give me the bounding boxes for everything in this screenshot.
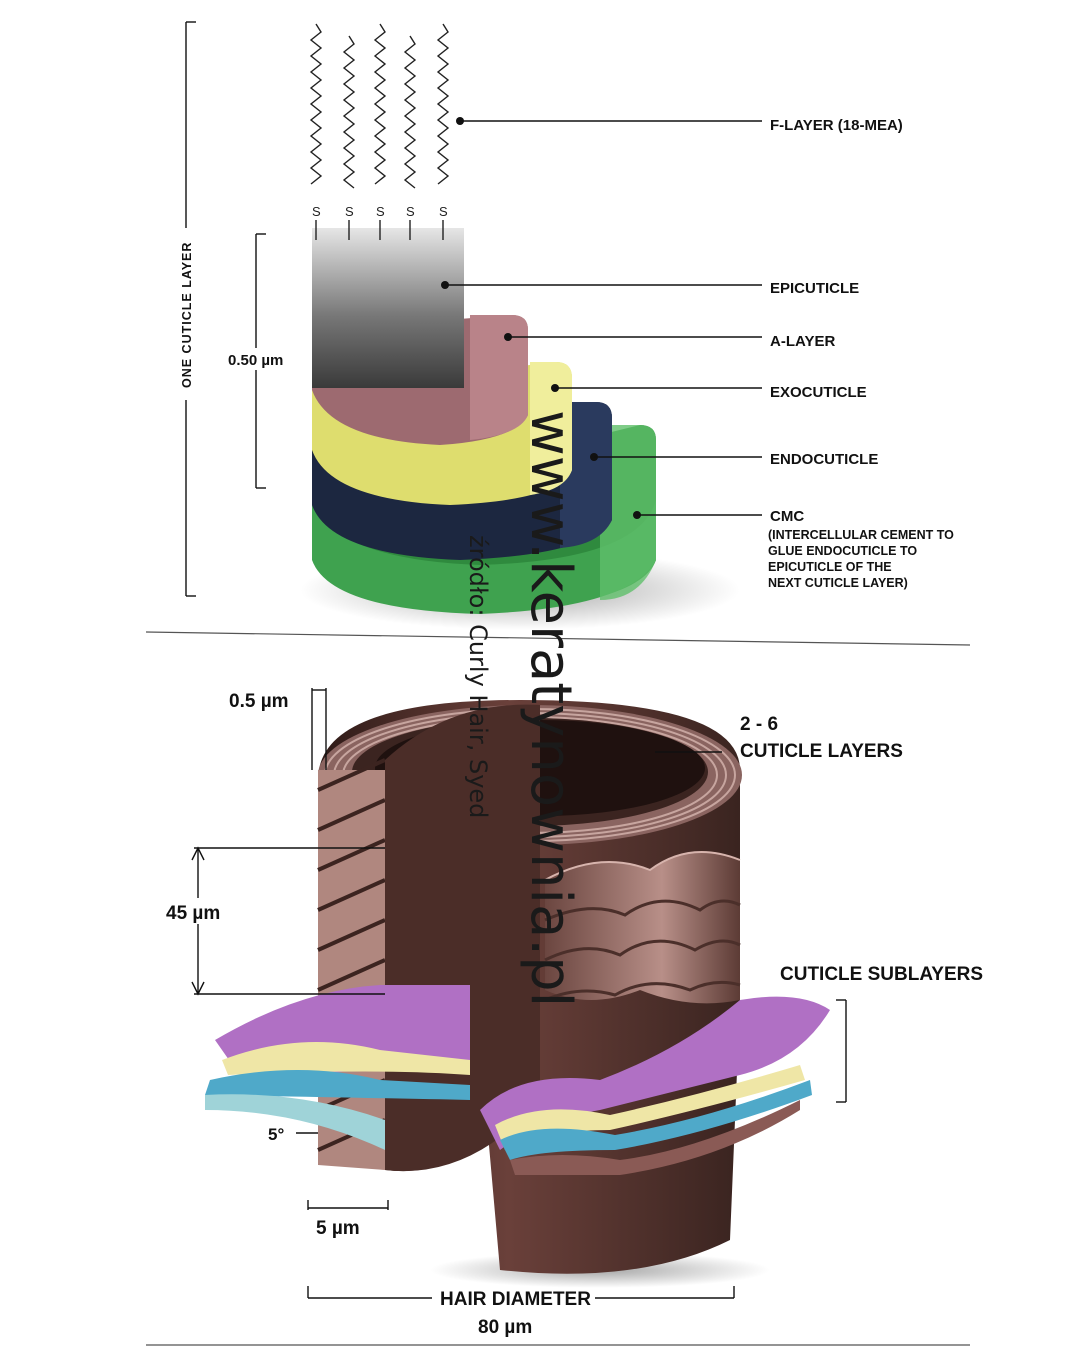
cmc-desc-line-1: (INTERCELLULAR CEMENT TO [768, 528, 954, 542]
epicuticle-layer [312, 228, 464, 388]
cuticle-layers-label: CUTICLE LAYERS [740, 741, 903, 762]
scale-spacing-label: 45 µm [166, 903, 220, 924]
top-leaders [441, 117, 762, 519]
a-layer-label: A-LAYER [770, 333, 835, 350]
sulfur-atom: S [345, 204, 354, 219]
cuticle-sublayers-label: CUTICLE SUBLAYERS [780, 964, 983, 985]
scale-width-label: 5 µm [316, 1218, 360, 1239]
thickness-label: 0.50 µm [228, 352, 283, 369]
cmc-desc-line-4: NEXT CUTICLE LAYER) [768, 576, 908, 590]
sulfur-atom: S [406, 204, 415, 219]
hydrocarbon-chain [436, 23, 450, 185]
hair-diameter-label: HAIR DIAMETER [440, 1289, 591, 1310]
endocuticle-label: ENDOCUTICLE [770, 451, 878, 468]
epicuticle-label: EPICUTICLE [770, 280, 859, 297]
thickness-bracket: 0.50 µm [226, 233, 292, 489]
cmc-desc-line-3: EPICUTICLE OF THE [768, 560, 892, 574]
sublayers-right-flap [480, 996, 830, 1175]
hydrocarbon-chain [309, 23, 323, 185]
f-layer-label: F-LAYER (18-MEA) [770, 117, 903, 134]
panel-divider [145, 631, 971, 646]
watermark-source: źródło: Curly Hair, Syed [464, 535, 492, 818]
hydrocarbon-chain [403, 35, 417, 189]
watermark-url: www.keratynownia.pl [518, 410, 583, 1007]
cmc-desc-line-2: GLUE ENDOCUTICLE TO [768, 544, 917, 558]
hair-diameter-value: 80 µm [478, 1317, 532, 1338]
hydrocarbon-chain [342, 35, 356, 189]
layer-thickness-label: 0.5 µm [229, 691, 289, 712]
exocuticle-label: EXOCUTICLE [770, 384, 867, 401]
one-cuticle-layer-bracket: ONE CUTICLE LAYER [180, 21, 196, 597]
angle-label: 5° [268, 1125, 284, 1144]
sulfur-atom: S [376, 204, 385, 219]
bottom-dimensions: 0.5 µm 45 µm 5° 5 µm 2 - 6 CUTICLE LAYER… [160, 688, 983, 1338]
one-cuticle-layer-label: ONE CUTICLE LAYER [180, 242, 194, 388]
hair-fiber-illustration [205, 700, 830, 1288]
sulfur-atom: S [439, 204, 448, 219]
cuticle-layers-count-label: 2 - 6 [740, 714, 778, 735]
sulfur-atom: S [312, 204, 321, 219]
cuticle-scales [544, 851, 741, 1004]
sublayers-left-flap [205, 985, 470, 1150]
hydrocarbon-chain [373, 23, 387, 185]
cmc-label: CMC [770, 508, 804, 525]
